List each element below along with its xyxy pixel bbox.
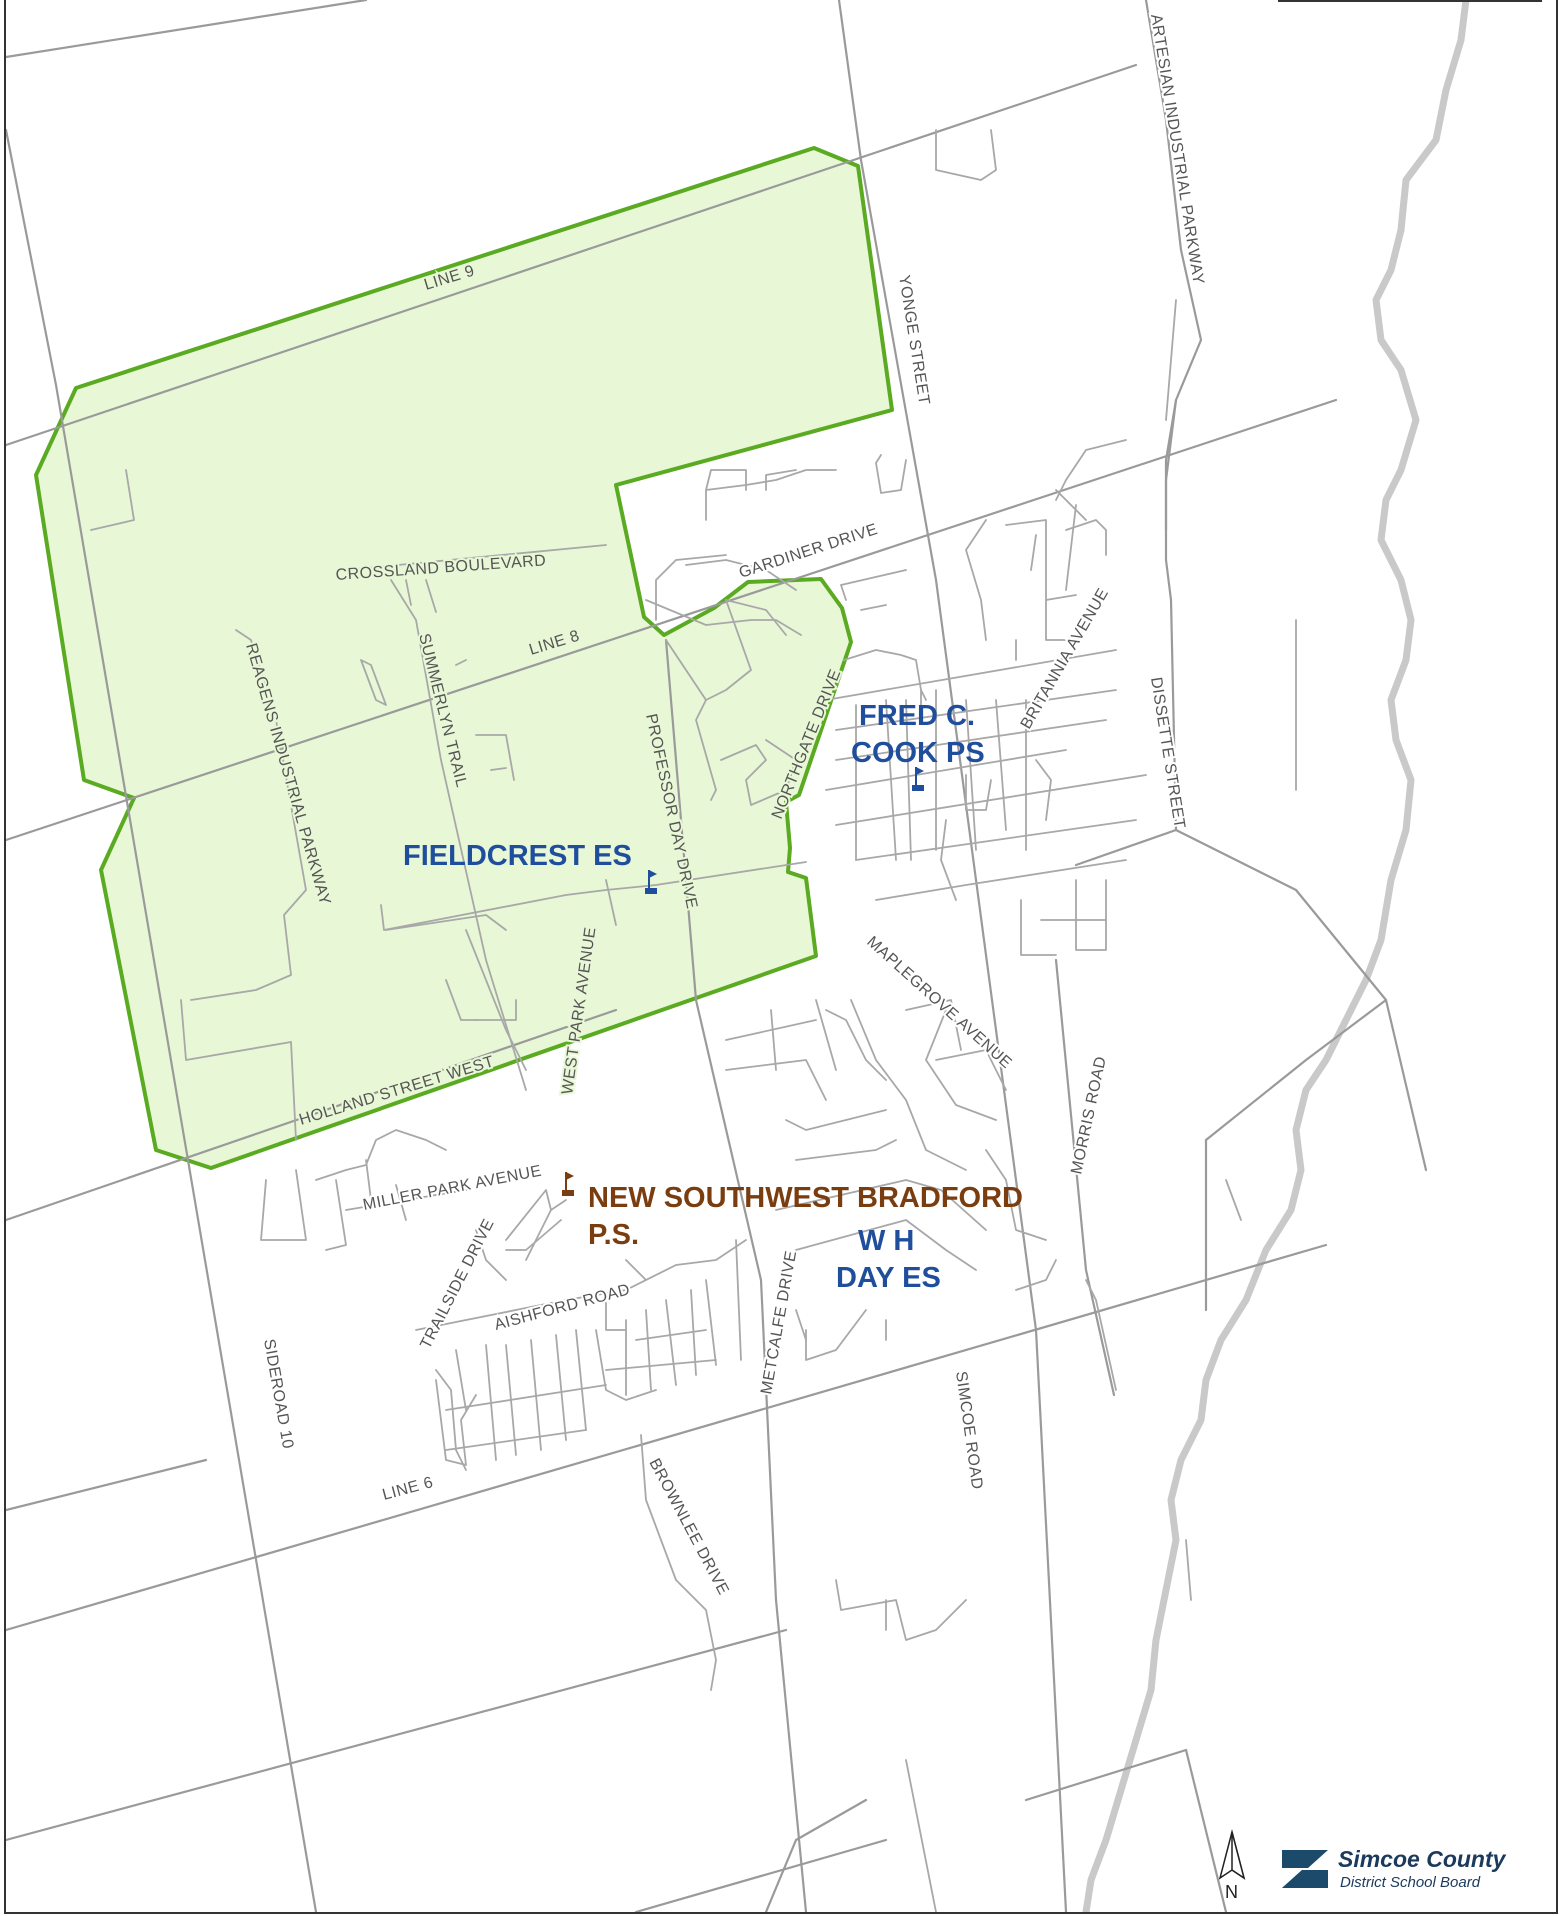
school-new-southwest-line1: NEW SOUTHWEST BRADFORD	[588, 1182, 1023, 1214]
north-arrow: N	[1212, 1828, 1252, 1908]
label-gardiner: GARDINER DRIVE	[737, 521, 880, 582]
logo-subtitle: District School Board	[1340, 1874, 1481, 1891]
label-miller-park: MILLER PARK AVENUE	[362, 1163, 544, 1214]
map-frame: LINE 9 ARTESIAN INDUSTRIAL PARKWAY YONGE…	[4, 0, 1558, 1914]
flag-fred-cook[interactable]	[912, 767, 924, 791]
simcoe-logo: Simcoe County District School Board	[1260, 1838, 1550, 1908]
school-new-southwest-line2: P.S.	[588, 1219, 639, 1251]
label-aishford: AISHFORD ROAD	[493, 1281, 632, 1334]
flag-fieldcrest[interactable]	[645, 870, 657, 894]
label-sideroad-10: SIDEROAD 10	[260, 1338, 296, 1451]
label-trailside: TRAILSIDE DRIVE	[417, 1216, 497, 1352]
label-dissette: DISSETTE STREET	[1147, 676, 1188, 830]
river	[1082, 0, 1470, 1912]
label-artesian: ARTESIAN INDUSTRIAL PARKWAY	[1147, 13, 1207, 286]
label-britannia: BRITANNIA AVENUE	[1018, 585, 1112, 732]
label-simcoe-road: SIMCOE ROAD	[952, 1370, 985, 1491]
attendance-boundary-fieldcrest[interactable]	[34, 146, 894, 1170]
label-brownlee: BROWNLEE DRIVE	[645, 1456, 731, 1598]
school-fieldcrest: FIELDCREST ES	[403, 840, 632, 872]
logo-name: Simcoe County	[1338, 1846, 1506, 1872]
school-fred-cook-line2: COOK PS	[851, 737, 985, 769]
boundary-map[interactable]: LINE 9 ARTESIAN INDUSTRIAL PARKWAY YONGE…	[6, 0, 1556, 1912]
title-rule	[1278, 0, 1542, 2]
label-line-6: LINE 6	[381, 1474, 436, 1504]
school-wh-day-line1: W H	[858, 1225, 914, 1257]
local-streets	[90, 129, 1297, 1912]
label-metcalfe: METCALFE DRIVE	[758, 1249, 800, 1395]
north-arrow-icon	[1218, 1829, 1246, 1880]
flag-new-southwest[interactable]	[562, 1172, 574, 1196]
north-label: N	[1225, 1882, 1238, 1902]
school-labels: FRED C. COOK PS FIELDCREST ES NEW SOUTHW…	[403, 700, 1023, 1294]
school-fred-cook-line1: FRED C.	[859, 700, 975, 732]
school-wh-day-line2: DAY ES	[836, 1262, 941, 1294]
major-roads	[6, 0, 1428, 1912]
label-morris: MORRIS ROAD	[1068, 1055, 1110, 1176]
sccdsb-logo-icon	[1282, 1850, 1328, 1888]
